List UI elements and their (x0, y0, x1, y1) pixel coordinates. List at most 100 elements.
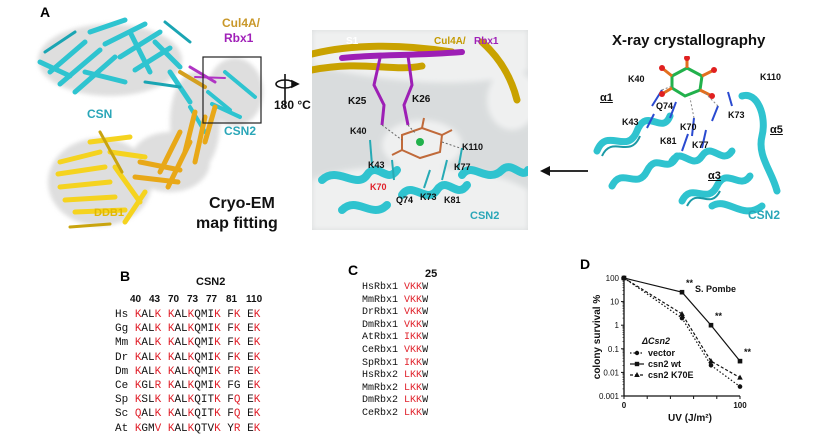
csn-helices-dark (43, 20, 192, 89)
series-line-0 (623, 277, 741, 388)
alignment-c-row: MmRbx2 LKKW (362, 383, 428, 396)
alignment-b-residue: QMI (194, 337, 215, 350)
alignment-b-residue: AL (174, 394, 188, 407)
alignment-c-residue: W (422, 307, 429, 319)
xray-k70-label: K70 (680, 122, 697, 132)
alignment-c-row: MmRbx1 VKKW (362, 295, 428, 308)
alignment-b-residue: K (214, 394, 221, 407)
alignment-b-residue: AL (141, 323, 155, 336)
xray-title: X-ray crystallography (612, 32, 766, 49)
alignment-b-residue: AL (174, 337, 188, 350)
alignment-b-residue: K (154, 351, 162, 364)
zoom-k25-label: K25 (348, 96, 367, 107)
alignment-b-position-1: 43 (149, 294, 161, 305)
alignment-c-protein: CeRbx2 (362, 407, 399, 419)
alignment-c-residue: L (404, 370, 411, 382)
xray-alpha3-label: α3 (708, 170, 721, 182)
alignment-b-residue: K (187, 365, 195, 378)
alignment-b-residue: AL (174, 351, 188, 364)
cul4a-label: Cul4A/ (222, 16, 261, 30)
alignment-c-residue: W (422, 319, 429, 331)
ddb1-label: DDB1 (94, 207, 124, 219)
y-tick-label: 0.01 (603, 368, 619, 377)
y-tick-label: 100 (606, 274, 620, 283)
zoom-region-box (202, 56, 262, 124)
alignment-c-residue: KK (410, 282, 423, 293)
alignment-b-position-0: 40 (130, 294, 142, 305)
alignment-c-protein: SpRbx1 (362, 357, 399, 369)
alignment-b-residue: K (167, 380, 175, 393)
alignment-b-residue: E (247, 422, 254, 435)
legend-marker-2 (634, 372, 640, 377)
xray-k40-label: K40 (628, 74, 645, 84)
alignment-b-residue: V (154, 422, 162, 435)
zoom-k40-label: K40 (350, 126, 367, 136)
alignment-c-residue: W (422, 395, 429, 407)
left-arrow-icon (540, 166, 588, 176)
alignment-c-residue: KK (410, 395, 423, 407)
xray-ligand-ip6 (659, 56, 717, 99)
alignment-b-residue: AL (174, 422, 188, 435)
alignment-b-species: Dm (115, 365, 129, 378)
alignment-b-residue: E (247, 365, 254, 378)
xray-q74-label: Q74 (656, 101, 674, 111)
series-point-2 (737, 374, 743, 380)
alignment-c-residue: V (404, 282, 411, 293)
alignment-b-row: Dm KALK KALKQMIK FR EK (115, 365, 260, 379)
alignment-b-residue: K (134, 323, 142, 336)
alignment-b-residue: K (214, 309, 221, 321)
alignment-c-residue: I (404, 357, 411, 369)
alignment-b-residue: F (227, 323, 234, 336)
zoom-view-panel: S1 Cul4A/ Rbx1 K25 K26 K40 K43 K70 K110 … (312, 30, 528, 230)
alignment-c-residue: I (404, 332, 411, 344)
alignment-b-residue: K (187, 309, 195, 321)
alignment-b-residue: F (227, 309, 234, 321)
alignment-b-residue: K (134, 351, 142, 364)
alignment-b-residue: Y (227, 422, 234, 435)
significance-marker: ** (715, 311, 723, 321)
alignment-c-protein: DrRbx1 (362, 307, 399, 319)
cul4a-helices (132, 104, 218, 190)
alignment-b-residue: K (154, 337, 162, 350)
zoom-k43-label: K43 (368, 160, 385, 170)
alignment-b-species: At (115, 422, 129, 435)
alignment-b-residue: Q (134, 408, 142, 421)
alignment-b-residue: F (227, 394, 234, 407)
alignment-c-row: AtRbx1 IKKW (362, 332, 428, 345)
alignment-b-residue: K (167, 337, 175, 350)
series-point-2 (621, 275, 627, 280)
alignment-b-species: Dr (115, 351, 129, 364)
series-point-2 (679, 310, 685, 316)
alignment-b-residue: K (167, 394, 175, 407)
y-axis-label: colony survival % (592, 295, 603, 380)
legend-title: ΔCsn2 (641, 336, 670, 346)
alignment-b-residue: K (233, 351, 241, 364)
zoom-ligand-carbon (416, 138, 424, 146)
alignment-b-residue: QTV (194, 422, 215, 435)
alignment-c-residue: W (422, 294, 429, 306)
csn-helices (37, 17, 193, 105)
alignment-c-protein: HsRbx2 (362, 370, 399, 382)
alignment-b-residue: AL (141, 365, 155, 378)
alignment-b-position-4: 77 (206, 294, 218, 305)
alignment-b-position-6: 110 (246, 294, 263, 305)
alignment-b-residue: K (214, 408, 221, 421)
alignment-c-residue: L (404, 407, 411, 419)
alignment-b-residue: K (253, 309, 261, 321)
alignment-c-residue: KK (410, 407, 423, 419)
alignment-b-residue: QMI (194, 309, 215, 321)
zoom-s1-strand (339, 49, 465, 61)
alignment-c-residue: V (404, 294, 411, 306)
alignment-b-residue: QIT (194, 408, 215, 421)
alignment-b-residue: Q (233, 394, 241, 407)
method-cryo-em-line2: map fitting (196, 215, 278, 232)
alignment-b-residue: E (247, 380, 254, 393)
alignment-b-residue: QMI (194, 323, 215, 336)
alignment-c-protein: HsRbx1 (362, 282, 399, 293)
legend-label-2: csn2 K70E (648, 370, 694, 380)
alignment-b-species: Hs (115, 309, 129, 321)
zoom-csn2-label: CSN2 (470, 210, 500, 222)
alignment-b-row: Sp KSLK KALKQITK FQ EK (115, 393, 260, 407)
alignment-b-residue: K (214, 380, 221, 393)
